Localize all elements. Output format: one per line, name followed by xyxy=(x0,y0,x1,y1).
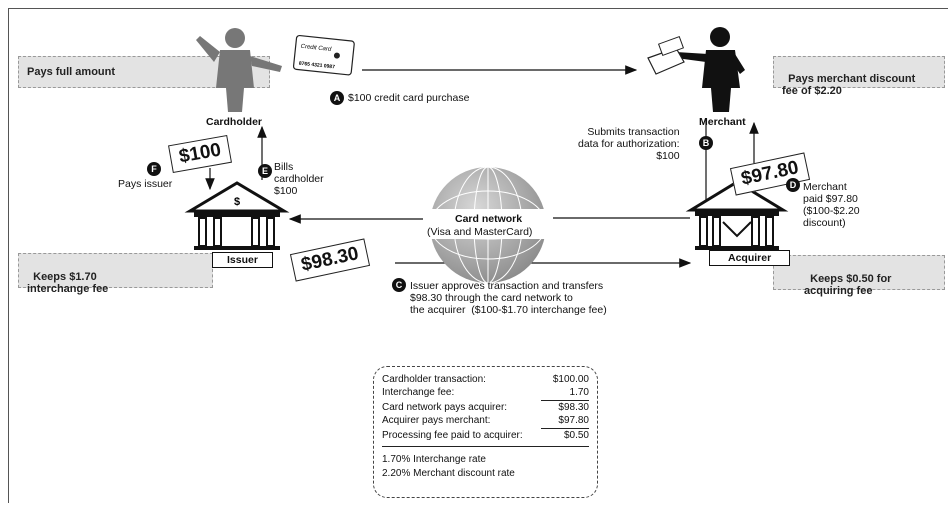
acquirer-bank-icon xyxy=(685,180,789,250)
ledger-divider xyxy=(382,446,589,448)
issuer-box-text: Keeps $1.70 interchange fee xyxy=(27,271,109,295)
ledger-row-label: Cardholder transaction: xyxy=(382,374,486,385)
ledger-row-amount: 1.70 xyxy=(541,386,589,401)
card-network-title: Card network xyxy=(455,213,523,225)
diagram-frame xyxy=(8,8,948,503)
step-a-marker: A xyxy=(330,91,344,105)
cardholder-box-text: Pays full amount xyxy=(27,66,116,78)
step-d-marker: D xyxy=(786,178,800,192)
issuer-box: Keeps $1.70 interchange fee xyxy=(18,253,213,295)
fee-breakdown-table: Cardholder transaction: $100.00 Intercha… xyxy=(373,366,598,498)
ledger-row: Acquirer pays merchant: $97.80 xyxy=(382,414,589,429)
ledger-row-label: Acquirer pays merchant: xyxy=(382,415,491,427)
cardholder-label: Cardholder xyxy=(206,116,263,128)
ledger-row: Cardholder transaction: $100.00 xyxy=(382,373,589,386)
cardholder-figure-icon xyxy=(196,28,282,112)
step-e-marker: E xyxy=(258,164,272,178)
step-b-marker: B xyxy=(699,136,713,150)
step-e-text: Bills cardholder $100 xyxy=(274,161,324,197)
ledger-row-amount: $97.80 xyxy=(541,414,589,429)
ledger-row-label: Card network pays acquirer: xyxy=(382,401,508,413)
card-network-subtitle: (Visa and MasterCard) xyxy=(427,226,533,238)
ledger-note: 2.20% Merchant discount rate xyxy=(382,467,515,479)
step-f-marker: F xyxy=(147,162,161,176)
step-b-text: Submits transaction data for authorizati… xyxy=(578,126,680,162)
issuer-label: Issuer xyxy=(212,252,273,268)
step-c-text: Issuer approves transaction and transfer… xyxy=(410,280,607,316)
svg-text:8765 4321 0987: 8765 4321 0987 xyxy=(299,61,336,71)
merchant-box-text: Pays merchant discount fee of $2.20 xyxy=(782,73,916,97)
merchant-box: Pays merchant discount fee of $2.20 xyxy=(773,56,945,97)
ledger-row-amount: $0.50 xyxy=(563,429,589,441)
ledger-row: Interchange fee: 1.70 xyxy=(382,386,589,401)
bank-dollar-symbol: $ xyxy=(234,196,240,208)
acquirer-box: Keeps $0.50 for acquiring fee xyxy=(773,255,945,297)
merchant-figure-icon xyxy=(676,27,745,112)
ledger-note: 1.70% Interchange rate xyxy=(382,454,486,466)
merchant-label: Merchant xyxy=(699,116,746,128)
ledger-row-amount: $100.00 xyxy=(552,374,589,385)
step-a-text: $100 credit card purchase xyxy=(348,92,470,104)
step-f-text: Pays issuer xyxy=(118,178,173,190)
card-network-globe-icon xyxy=(423,166,553,284)
step-d-text: Merchant paid $97.80 ($100-$2.20 discoun… xyxy=(803,181,860,229)
svg-text:Credit Card: Credit Card xyxy=(300,44,332,53)
ledger-row: Processing fee paid to acquirer: $0.50 xyxy=(382,429,589,442)
card-terminal-icon xyxy=(647,35,685,75)
ledger-row-label: Processing fee paid to acquirer: xyxy=(382,429,523,441)
step-c-marker: C xyxy=(392,278,406,292)
acquirer-label: Acquirer xyxy=(709,250,791,266)
issuer-bank-icon: $ xyxy=(184,181,290,250)
credit-card-icon: Credit Card 8765 4321 0987 xyxy=(292,34,355,76)
ledger-row-amount: $98.30 xyxy=(558,401,589,413)
ledger-row-label: Interchange fee: xyxy=(382,387,455,399)
acquirer-box-text: Keeps $0.50 for acquiring fee xyxy=(804,273,892,297)
ledger-row: Card network pays acquirer: $98.30 xyxy=(382,401,589,414)
